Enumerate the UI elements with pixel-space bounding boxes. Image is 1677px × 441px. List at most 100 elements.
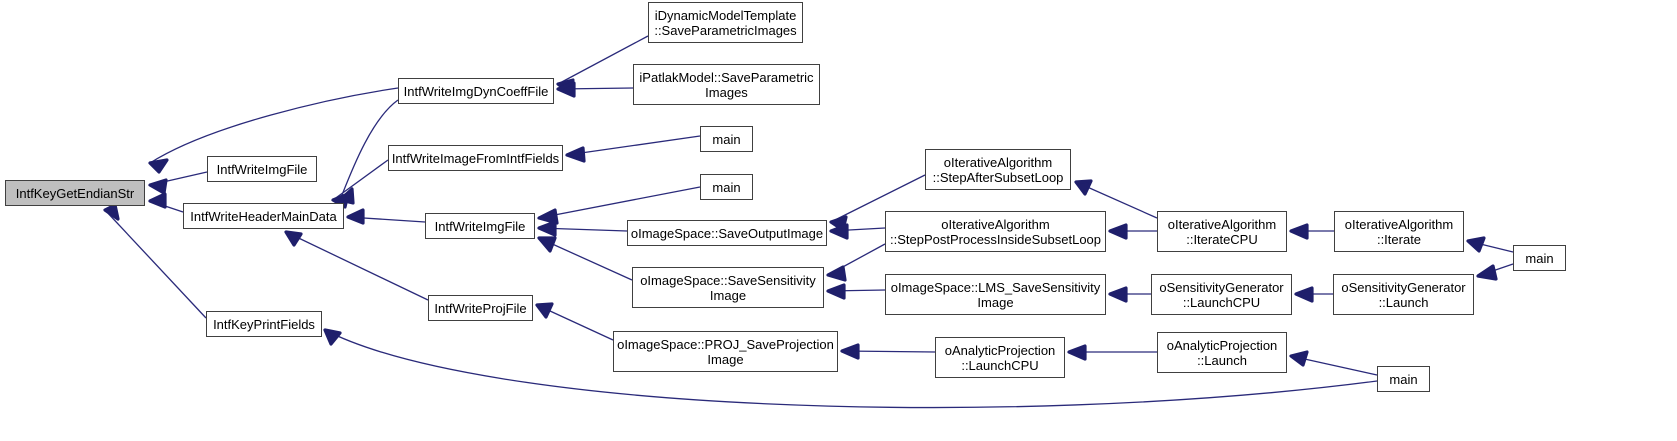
graph-edge [537, 236, 633, 281]
graph-node-label: IntfWriteHeaderMainData [190, 208, 337, 224]
edge-line [566, 135, 701, 156]
graph-node[interactable]: iDynamicModelTemplate ::SaveParametricIm… [648, 2, 803, 43]
graph-edge [826, 283, 886, 300]
graph-node[interactable]: IntfWriteImgDynCoeffFile [398, 78, 554, 104]
graph-node[interactable]: main [700, 174, 753, 200]
edge-arrowhead [1289, 350, 1309, 367]
edge-arrowhead [1067, 344, 1087, 361]
graph-node[interactable]: oSensitivityGenerator ::LaunchCPU [1151, 274, 1292, 315]
edge-line [149, 87, 399, 164]
graph-node[interactable]: main [1377, 366, 1430, 392]
edge-arrowhead [148, 158, 169, 174]
edge-line [1467, 240, 1514, 253]
edge-line [538, 237, 633, 281]
graph-edge [535, 302, 614, 341]
graph-edge [148, 171, 208, 195]
edge-arrowhead [103, 203, 120, 221]
graph-node-label: oAnalyticProjection ::Launch [1166, 337, 1278, 368]
graph-edge [1067, 344, 1157, 361]
graph-node-label: oSensitivityGenerator ::LaunchCPU [1159, 279, 1284, 310]
graph-edge [148, 192, 184, 213]
edge-arrowhead [535, 302, 554, 319]
graph-node[interactable]: IntfWriteImgFile [207, 156, 317, 182]
graph-node[interactable]: oIterativeAlgorithm ::IterateCPU [1157, 211, 1287, 252]
edge-arrowhead [1289, 223, 1309, 240]
edge-line [830, 227, 886, 232]
edge-arrowhead [1466, 236, 1486, 253]
edge-line [1290, 355, 1378, 376]
graph-node[interactable]: main [1513, 245, 1566, 271]
edge-line [149, 171, 208, 186]
graph-node[interactable]: oImageSpace::SaveOutputImage [627, 220, 827, 246]
edge-arrowhead [829, 223, 849, 240]
graph-edge [1476, 263, 1514, 281]
graph-node-label: oSensitivityGenerator ::Launch [1341, 279, 1466, 310]
graph-node-label: oImageSpace::SaveSensitivity Image [640, 272, 816, 303]
graph-node[interactable]: oAnalyticProjection ::LaunchCPU [935, 337, 1065, 378]
graph-edge [829, 223, 886, 240]
edge-line [149, 200, 184, 213]
graph-node-label: oIterativeAlgorithm ::Iterate [1344, 216, 1454, 247]
graph-node[interactable]: IntfWriteImageFromIntfFields [388, 145, 563, 171]
graph-node[interactable]: main [700, 126, 753, 152]
graph-node[interactable]: oSensitivityGenerator ::Launch [1333, 274, 1474, 315]
graph-edge [1294, 286, 1333, 303]
graph-node-label: main [1525, 250, 1554, 266]
graph-node-label: oAnalyticProjection ::LaunchCPU [944, 342, 1056, 373]
edge-arrowhead [346, 208, 365, 225]
graph-node-label: IntfKeyGetEndianStr [15, 185, 135, 201]
graph-node[interactable]: oImageSpace::PROJ_SaveProjection Image [613, 331, 838, 372]
edge-arrowhead [829, 215, 848, 232]
graph-node-label: iPatlakModel::SaveParametric Images [639, 69, 814, 100]
graph-node-label: oImageSpace::PROJ_SaveProjection Image [617, 336, 834, 367]
edge-line [347, 216, 426, 223]
edge-arrowhead [826, 265, 847, 282]
graph-node-label: main [712, 131, 741, 147]
edge-arrowhead [537, 236, 557, 253]
edge-arrowhead [148, 178, 168, 195]
graph-node[interactable]: oIterativeAlgorithm ::StepPostProcessIns… [885, 211, 1106, 252]
edge-arrowhead [826, 283, 846, 300]
graph-node[interactable]: IntfWriteProjFile [428, 295, 533, 321]
graph-node-label: main [712, 179, 741, 195]
graph-node[interactable]: oIterativeAlgorithm ::StepAfterSubsetLoo… [925, 149, 1071, 190]
edge-arrowhead [323, 328, 342, 346]
graph-node[interactable]: oImageSpace::SaveSensitivity Image [632, 267, 824, 308]
edge-arrowhead [565, 146, 586, 163]
graph-node[interactable]: iPatlakModel::SaveParametric Images [633, 64, 820, 105]
graph-node[interactable]: IntfKeyPrintFields [206, 311, 322, 337]
edge-line [1477, 263, 1514, 277]
graph-node-current[interactable]: IntfKeyGetEndianStr [5, 180, 145, 206]
graph-node[interactable]: oImageSpace::LMS_SaveSensitivity Image [885, 274, 1106, 315]
edge-line [557, 87, 634, 90]
graph-edge [565, 135, 701, 163]
edge-line [536, 304, 614, 341]
edge-line [827, 289, 886, 292]
graph-node[interactable]: IntfWriteHeaderMainData [183, 203, 344, 229]
graph-node-label: IntfWriteImgFile [434, 218, 526, 234]
edge-arrowhead [284, 230, 303, 247]
graph-edge [840, 343, 936, 360]
edge-line [285, 231, 429, 301]
edge-line [538, 227, 628, 232]
edge-line [841, 350, 936, 353]
edge-arrowhead [537, 220, 557, 237]
graph-node[interactable]: IntfWriteImgFile [425, 213, 535, 239]
graph-node-label: oImageSpace::SaveOutputImage [630, 225, 824, 241]
edge-line [827, 243, 886, 276]
graph-edge [537, 220, 628, 237]
graph-node-label: main [1389, 371, 1418, 387]
graph-node-label: iDynamicModelTemplate ::SaveParametricIm… [654, 7, 797, 38]
graph-node-label: IntfWriteImageFromIntfFields [391, 150, 560, 166]
graph-edge [346, 208, 426, 225]
edge-arrowhead [1074, 179, 1093, 196]
edge-arrowhead [148, 192, 167, 209]
edge-arrowhead [1294, 286, 1314, 303]
edge-arrowhead [1476, 264, 1498, 281]
graph-node-label: oIterativeAlgorithm ::StepAfterSubsetLoo… [932, 154, 1064, 185]
graph-node-label: oIterativeAlgorithm ::IterateCPU [1167, 216, 1277, 247]
graph-node[interactable]: oIterativeAlgorithm ::Iterate [1334, 211, 1464, 252]
graph-node[interactable]: oAnalyticProjection ::Launch [1157, 332, 1287, 373]
graph-edge [537, 186, 701, 225]
